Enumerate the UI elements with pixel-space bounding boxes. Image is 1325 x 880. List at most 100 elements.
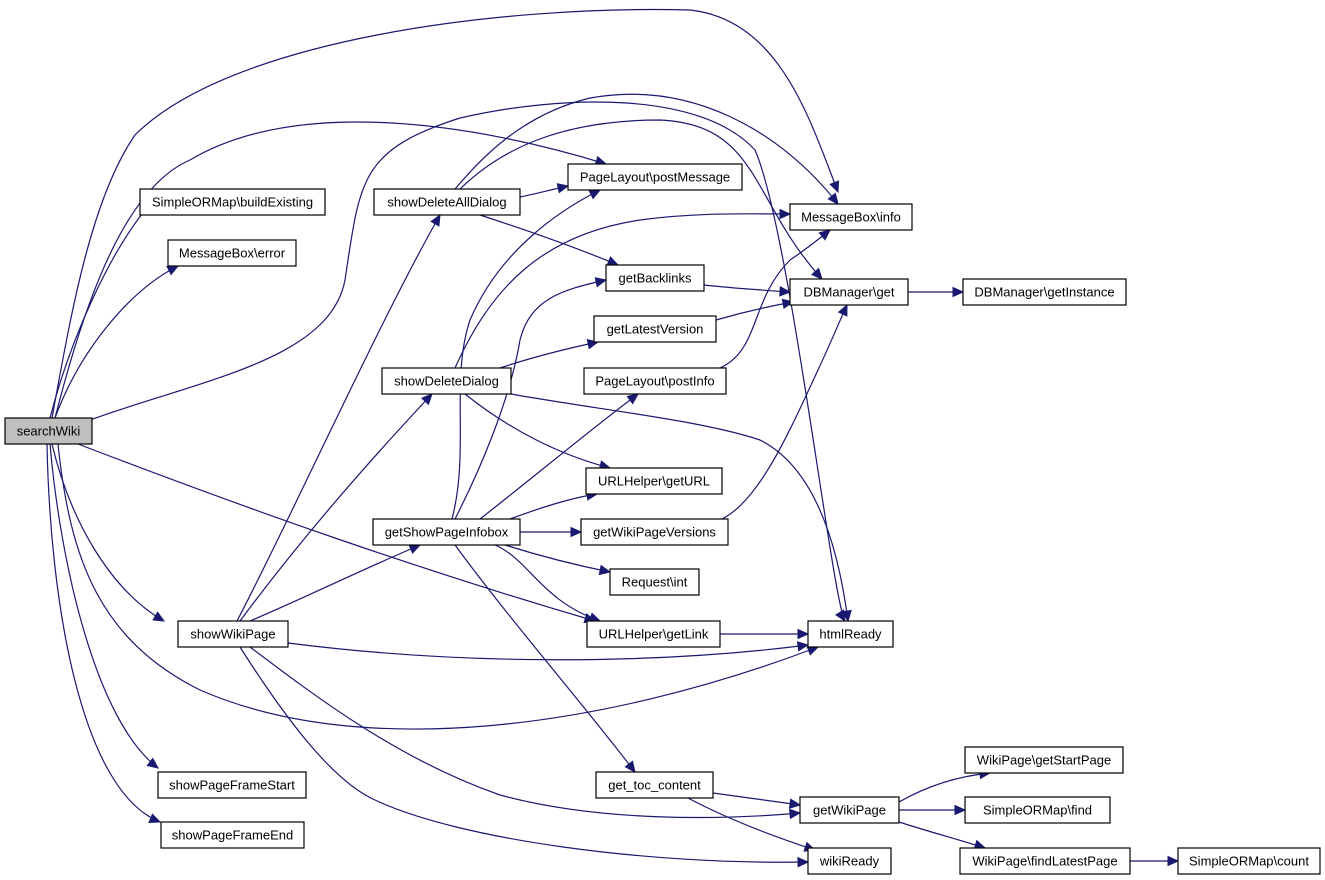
- graph-node-getLink[interactable]: URLHelper\getLink: [586, 620, 721, 648]
- node-box: [4, 417, 93, 445]
- arrow-head-icon: [796, 641, 810, 652]
- edge-line: [57, 443, 819, 730]
- edge-line: [236, 214, 441, 622]
- node-label: wikiReady: [819, 854, 880, 869]
- arrow-head-icon: [806, 645, 820, 656]
- arrow-head-icon: [837, 303, 848, 317]
- call-edge: [715, 298, 795, 321]
- arrow-head-icon: [827, 192, 839, 205]
- edge-line: [46, 443, 161, 823]
- arrow-head-icon: [797, 628, 810, 640]
- node-label: MessageBox\info: [801, 210, 901, 225]
- node-box: [585, 467, 723, 495]
- edge-line: [287, 642, 809, 661]
- node-box: [167, 239, 297, 267]
- arrow-head-icon: [818, 229, 831, 241]
- call-edge: [454, 544, 636, 773]
- arrow-head-icon: [779, 286, 792, 297]
- arrow-head-icon: [598, 564, 612, 576]
- edge-line: [454, 544, 636, 773]
- graph-node-getBacklinks[interactable]: getBacklinks: [605, 264, 705, 292]
- graph-node-mbInfo[interactable]: MessageBox\info: [789, 203, 913, 231]
- edge-line: [454, 279, 607, 520]
- arrow-head-icon: [788, 798, 802, 809]
- call-edge: [712, 792, 802, 809]
- graph-node-getLatestVersion[interactable]: getLatestVersion: [593, 315, 717, 343]
- graph-node-showDeleteDialog[interactable]: showDeleteDialog: [381, 367, 512, 395]
- node-box: [807, 620, 894, 648]
- node-box: [580, 518, 729, 546]
- node-box: [807, 847, 892, 875]
- node-label: showPageFrameEnd: [172, 828, 293, 843]
- node-label: MessageBox\error: [179, 246, 286, 261]
- node-box: [160, 821, 305, 849]
- call-edge: [494, 544, 602, 623]
- arrow-head-icon: [1167, 855, 1180, 867]
- graph-node-mbError[interactable]: MessageBox\error: [167, 239, 297, 267]
- node-box: [139, 188, 326, 216]
- node-label: URLHelper\getURL: [598, 474, 710, 489]
- graph-node-getStartPage[interactable]: WikiPage\getStartPage: [964, 746, 1124, 774]
- call-edge: [51, 8, 840, 419]
- graph-node-getURL[interactable]: URLHelper\getURL: [585, 467, 723, 495]
- call-edge: [454, 93, 839, 205]
- node-label: SimpleORMap\find: [983, 803, 1092, 818]
- graph-node-dbGetInstance[interactable]: DBManager\getInstance: [962, 278, 1127, 306]
- graph-node-dbGet[interactable]: DBManager\get: [789, 278, 909, 306]
- call-edge: [46, 443, 162, 823]
- node-box: [609, 568, 700, 596]
- arrow-head-icon: [779, 208, 792, 220]
- graph-node-searchWiki[interactable]: searchWiki: [4, 417, 93, 445]
- edge-line: [703, 284, 791, 293]
- call-edge: [510, 393, 852, 623]
- graph-node-ormCount[interactable]: SimpleORMap\count: [1177, 847, 1321, 875]
- arrow-head-icon: [152, 611, 166, 622]
- edge-line: [504, 544, 611, 573]
- call-edges: [46, 8, 1180, 868]
- edge-line: [715, 301, 794, 321]
- graph-node-requestInt[interactable]: Request\int: [609, 568, 700, 596]
- graph-node-showPageFrameEnd[interactable]: showPageFrameEnd: [160, 821, 305, 849]
- graph-node-postInfo[interactable]: PageLayout\postInfo: [583, 367, 727, 395]
- graph-node-showWikiPage[interactable]: showWikiPage: [177, 620, 289, 648]
- edge-line: [510, 393, 849, 622]
- arrow-head-icon: [624, 760, 636, 773]
- arrow-head-icon: [829, 180, 840, 194]
- graph-node-ormFind[interactable]: SimpleORMap\find: [964, 796, 1111, 824]
- edge-line: [479, 393, 639, 520]
- arrow-head-icon: [811, 267, 823, 280]
- arrow-head-icon: [841, 609, 852, 623]
- arrow-head-icon: [952, 286, 965, 298]
- graph-node-findLatestPage[interactable]: WikiPage\findLatestPage: [959, 847, 1131, 875]
- graph-node-buildExisting[interactable]: SimpleORMap\buildExisting: [139, 188, 326, 216]
- call-edge: [899, 804, 967, 816]
- node-box: [177, 620, 289, 648]
- node-label: getWikiPageVersions: [593, 525, 716, 540]
- graph-node-wikiReady[interactable]: wikiReady: [807, 847, 892, 875]
- node-label: getShowPageInfobox: [385, 525, 509, 540]
- node-box: [789, 203, 913, 231]
- graph-node-postMessage[interactable]: PageLayout\postMessage: [567, 163, 743, 191]
- edge-line: [499, 341, 599, 369]
- arrow-head-icon: [166, 265, 180, 276]
- call-edge: [454, 208, 792, 369]
- edge-line: [249, 544, 421, 622]
- node-label: getBacklinks: [619, 271, 692, 286]
- graph-node-getWikiPageVersions[interactable]: getWikiPageVersions: [580, 518, 729, 546]
- graph-node-getShowPageInfobox[interactable]: getShowPageInfobox: [372, 518, 521, 546]
- graph-node-getTocContent[interactable]: get_toc_content: [595, 771, 714, 799]
- graph-node-htmlReady[interactable]: htmlReady: [807, 620, 894, 648]
- call-edge: [504, 544, 612, 576]
- graph-node-showPageFrameStart[interactable]: showPageFrameStart: [157, 771, 307, 799]
- node-box: [583, 367, 727, 395]
- node-label: showWikiPage: [190, 627, 275, 642]
- call-edge: [720, 628, 810, 640]
- graph-node-getWikiPage[interactable]: getWikiPage: [799, 796, 900, 824]
- node-box: [157, 771, 307, 799]
- arrow-head-icon: [420, 393, 433, 406]
- node-label: PageLayout\postMessage: [580, 170, 730, 185]
- edge-line: [687, 797, 816, 851]
- call-edge: [51, 443, 166, 622]
- graph-node-showDeleteAllDialog[interactable]: showDeleteAllDialog: [373, 188, 521, 216]
- edge-line: [721, 304, 848, 520]
